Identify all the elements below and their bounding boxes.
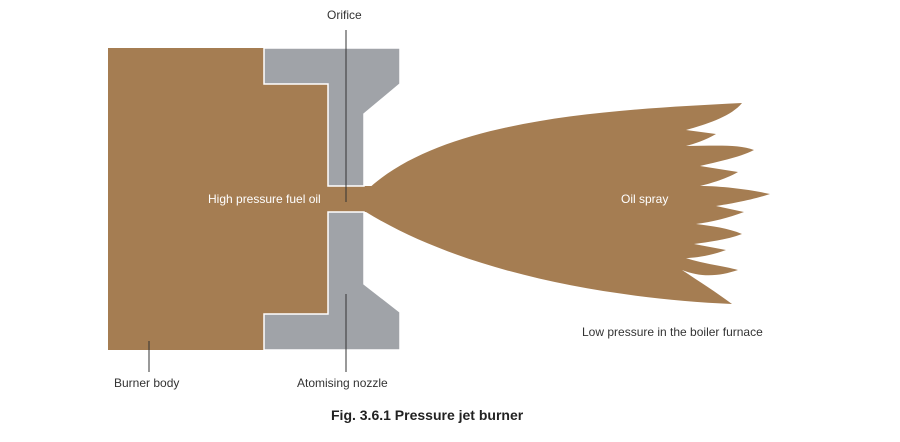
nozzle-bottom xyxy=(263,211,401,351)
oil-spray-plume xyxy=(366,103,770,304)
atomising-nozzle-label: Atomising nozzle xyxy=(297,376,388,390)
spray-label: Oil spray xyxy=(621,192,669,206)
nozzle-top xyxy=(263,47,401,187)
fuel-label: High pressure fuel oil xyxy=(208,192,321,206)
orifice-label: Orifice xyxy=(327,8,362,22)
figure-caption: Fig. 3.6.1 Pressure jet burner xyxy=(331,407,524,423)
burner-body xyxy=(108,48,330,350)
furnace-label: Low pressure in the boiler furnace xyxy=(582,325,763,339)
burner-body-label: Burner body xyxy=(114,376,180,390)
